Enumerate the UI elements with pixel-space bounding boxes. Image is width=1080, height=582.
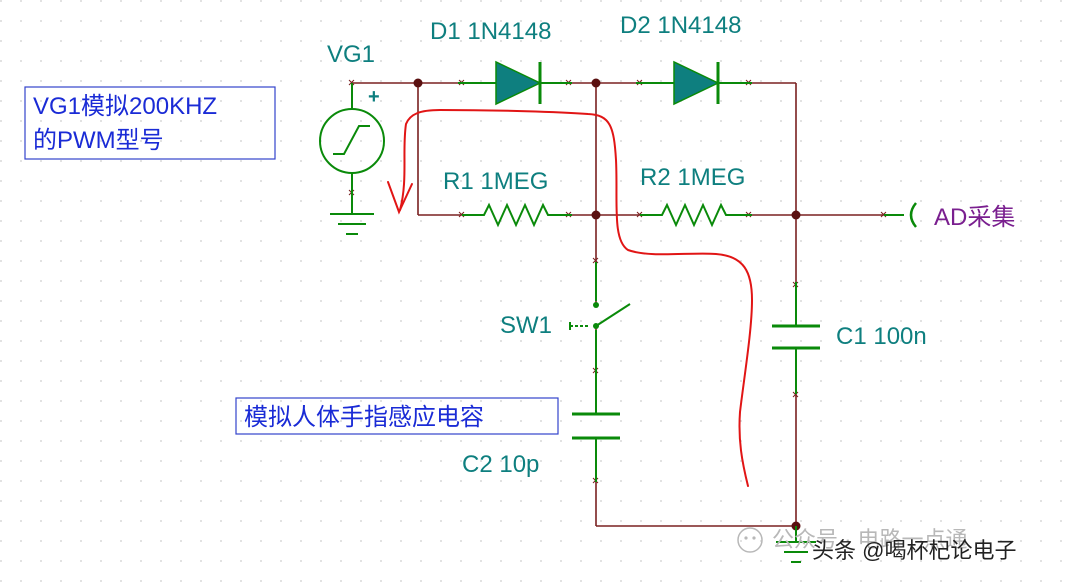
touch-note-text: 模拟人体手指感应电容 xyxy=(244,404,484,431)
junction-node-d xyxy=(791,210,801,220)
d1-triangle xyxy=(495,60,542,106)
vg1-note-box xyxy=(24,86,276,160)
touch-note-box xyxy=(235,397,559,435)
wechat-watermark: 公众号 · 电路一点通 xyxy=(737,527,968,553)
bottom-ground-icon xyxy=(776,526,816,563)
c2-label: C2 10p xyxy=(462,451,539,478)
junction-node-c xyxy=(591,210,601,220)
d1-label: D1 1N4148 xyxy=(430,18,551,45)
c1-capacitor[interactable] xyxy=(772,282,820,394)
toutiao-watermark-text: 头条 @喝杯杞论电子 xyxy=(812,538,1016,563)
sw1-lever xyxy=(595,303,631,327)
vg1-label: VG1 xyxy=(327,41,375,68)
port-arrow-icon xyxy=(909,202,917,228)
vg1-note-line2: 的PWM型号 xyxy=(33,127,164,154)
sw1-switch[interactable] xyxy=(569,262,631,370)
junctions xyxy=(413,78,801,531)
d1-diode[interactable] xyxy=(458,60,572,106)
pwm-step-icon xyxy=(333,125,370,155)
ad-port-label: AD采集 xyxy=(934,204,1015,231)
d2-diode[interactable] xyxy=(636,60,752,106)
r1-label: R1 1MEG xyxy=(443,168,548,195)
junction-node-b xyxy=(591,78,601,88)
r2-label: R2 1MEG xyxy=(640,164,745,191)
ground-icon xyxy=(330,213,374,235)
sw1-label: SW1 xyxy=(500,312,552,339)
vg1-source[interactable]: + xyxy=(319,83,385,235)
d2-label: D2 1N4148 xyxy=(620,12,741,39)
wechat-watermark-text: 公众号 · 电路一点通 xyxy=(772,527,968,552)
c2-capacitor[interactable] xyxy=(572,370,620,482)
wechat-logo-icon xyxy=(737,527,763,553)
vg1-plus-sign: + xyxy=(368,86,380,108)
r2-resistor[interactable] xyxy=(640,202,752,228)
junction-node-a xyxy=(413,78,423,88)
ad-port[interactable] xyxy=(884,202,917,228)
sw1-contact-top xyxy=(593,302,599,308)
red-current-path-annotation xyxy=(399,108,754,487)
vg1-note-line1: VG1模拟200KHZ xyxy=(33,93,217,120)
red-arrow-head xyxy=(387,181,413,215)
d2-triangle xyxy=(673,60,720,106)
c1-label: C1 100n xyxy=(836,323,927,350)
r1-resistor[interactable] xyxy=(462,202,572,228)
